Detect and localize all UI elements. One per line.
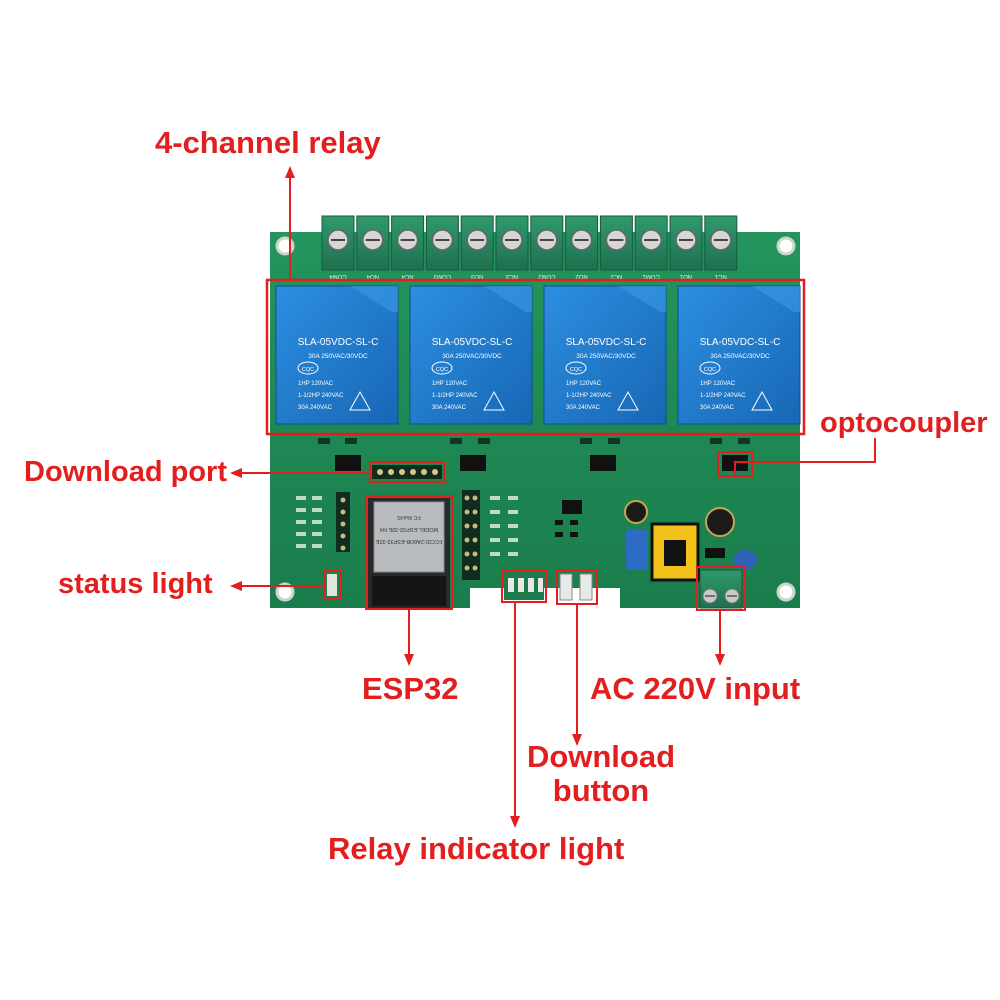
relay-cert-text: CQC xyxy=(436,367,448,373)
esp32-shield-text: MODEL:ESP32-32E N4 xyxy=(380,526,438,532)
label-download-port: Download port xyxy=(24,456,227,488)
relay-spec-text: 1HP 120VAC xyxy=(432,381,468,387)
terminal-screw: NO3 xyxy=(460,215,494,279)
relay-rating-text: 30A 250VAC/30VDC xyxy=(442,353,502,360)
label-esp32: ESP32 xyxy=(362,671,459,706)
label-download-button-line1: Download xyxy=(526,739,676,774)
relay-model-text: SLA-05VDC-SL-C xyxy=(432,337,513,348)
relay-spec-text: 1-1/2HP 240VAC xyxy=(298,393,344,399)
leader-lines xyxy=(238,176,876,818)
ac-input-terminal xyxy=(696,566,746,611)
terminal-label: NO3 xyxy=(470,273,483,279)
terminal-label: NC4 xyxy=(401,273,414,279)
relay: SLA-05VDC-SL-C 30A 250VAC/30VDC CQC 1HP 120… xyxy=(275,285,399,425)
label-download-button-line2: button xyxy=(552,773,650,809)
terminal-label: COM3 xyxy=(433,273,451,279)
esp32-shield-text: FC RoHS xyxy=(397,514,421,520)
relay-cert-text: CQC xyxy=(302,367,314,373)
terminal-label: NC1 xyxy=(714,273,727,279)
terminal-screw: NC2 xyxy=(599,215,633,279)
relay-spec-text: 30A 240VAC xyxy=(432,405,467,411)
terminal-label: NC2 xyxy=(610,273,623,279)
terminal-blocks: COM4 NO4 NC4 COM3 NO3 NC3 COM2 NO2 NC2 COM1 NO1 NC1 xyxy=(321,215,738,279)
relay-spec-text: 1HP 120VAC xyxy=(566,381,602,387)
relay-indicator-leds xyxy=(501,569,547,603)
terminal-screw: COM2 xyxy=(530,215,564,279)
terminal-screw: NC4 xyxy=(391,215,425,279)
arrowheads xyxy=(230,166,725,828)
terminal-label: COM2 xyxy=(537,273,555,279)
power-module xyxy=(624,500,757,582)
terminal-label: NC3 xyxy=(505,273,518,279)
terminal-screw: NC1 xyxy=(704,215,738,279)
relay-spec-text: 1-1/2HP 240VAC xyxy=(566,393,612,399)
relay-spec-text: 1-1/2HP 240VAC xyxy=(432,393,478,399)
download-port-header xyxy=(369,461,445,483)
relay-spec-text: 1-1/2HP 240VAC xyxy=(700,393,746,399)
relay-model-text: SLA-05VDC-SL-C xyxy=(700,337,781,348)
terminal-label: NO2 xyxy=(575,273,588,279)
label-relay-indicator: Relay indicator light xyxy=(328,831,625,866)
relay: SLA-05VDC-SL-C 30A 250VAC/30VDC CQC 1HP 120… xyxy=(409,285,533,425)
terminal-screw: NC3 xyxy=(495,215,529,279)
relay-highlight-box xyxy=(265,278,806,436)
label-optocoupler: optocoupler xyxy=(820,407,988,439)
terminal-screw: NO4 xyxy=(356,215,390,279)
terminal-screw: COM4 xyxy=(321,215,355,279)
terminal-screw: NO2 xyxy=(565,215,599,279)
label-4-channel-relay: 4-channel relay xyxy=(155,125,381,160)
relay-spec-text: 30A 240VAC xyxy=(700,405,735,411)
relay-cert-text: CQC xyxy=(570,367,582,373)
terminal-label: NO1 xyxy=(679,273,692,279)
esp32-shield-text: FCCID:2A6DB-ESP32-32E xyxy=(376,538,443,544)
label-download-button: Download button xyxy=(523,739,679,809)
relay-spec-text: 30A 240VAC xyxy=(566,405,601,411)
relay-cert-text: CQC xyxy=(704,367,716,373)
relay-spec-text: 30A 240VAC xyxy=(298,405,333,411)
relay: SLA-05VDC-SL-C 30A 250VAC/30VDC CQC 1HP 120… xyxy=(543,285,667,425)
esp32-module: FC RoHS MODEL:ESP32-32E N4 FCCID:2A6DB-ESP… xyxy=(365,495,453,610)
terminal-screw: COM1 xyxy=(634,215,668,279)
relay-model-text: SLA-05VDC-SL-C xyxy=(566,337,647,348)
relay-spec-text: 1HP 120VAC xyxy=(700,381,736,387)
relay-modules: SLA-05VDC-SL-C 30A 250VAC/30VDC CQC 1HP 120… xyxy=(275,285,801,425)
relay: SLA-05VDC-SL-C 30A 250VAC/30VDC CQC 1HP 120… xyxy=(677,285,801,425)
terminal-label: COM4 xyxy=(329,273,347,279)
relay-rating-text: 30A 250VAC/30VDC xyxy=(308,353,368,360)
relay-rating-text: 30A 250VAC/30VDC xyxy=(710,353,770,360)
terminal-screw: NO1 xyxy=(669,215,703,279)
terminal-screw: COM3 xyxy=(425,215,459,279)
terminal-label: NO4 xyxy=(366,273,379,279)
label-ac-input: AC 220V input xyxy=(590,671,801,706)
relay-spec-text: 1HP 120VAC xyxy=(298,381,334,387)
relay-model-text: SLA-05VDC-SL-C xyxy=(298,337,379,348)
terminal-label: COM1 xyxy=(642,273,660,279)
label-status-light: status light xyxy=(58,568,213,600)
relay-rating-text: 30A 250VAC/30VDC xyxy=(576,353,636,360)
